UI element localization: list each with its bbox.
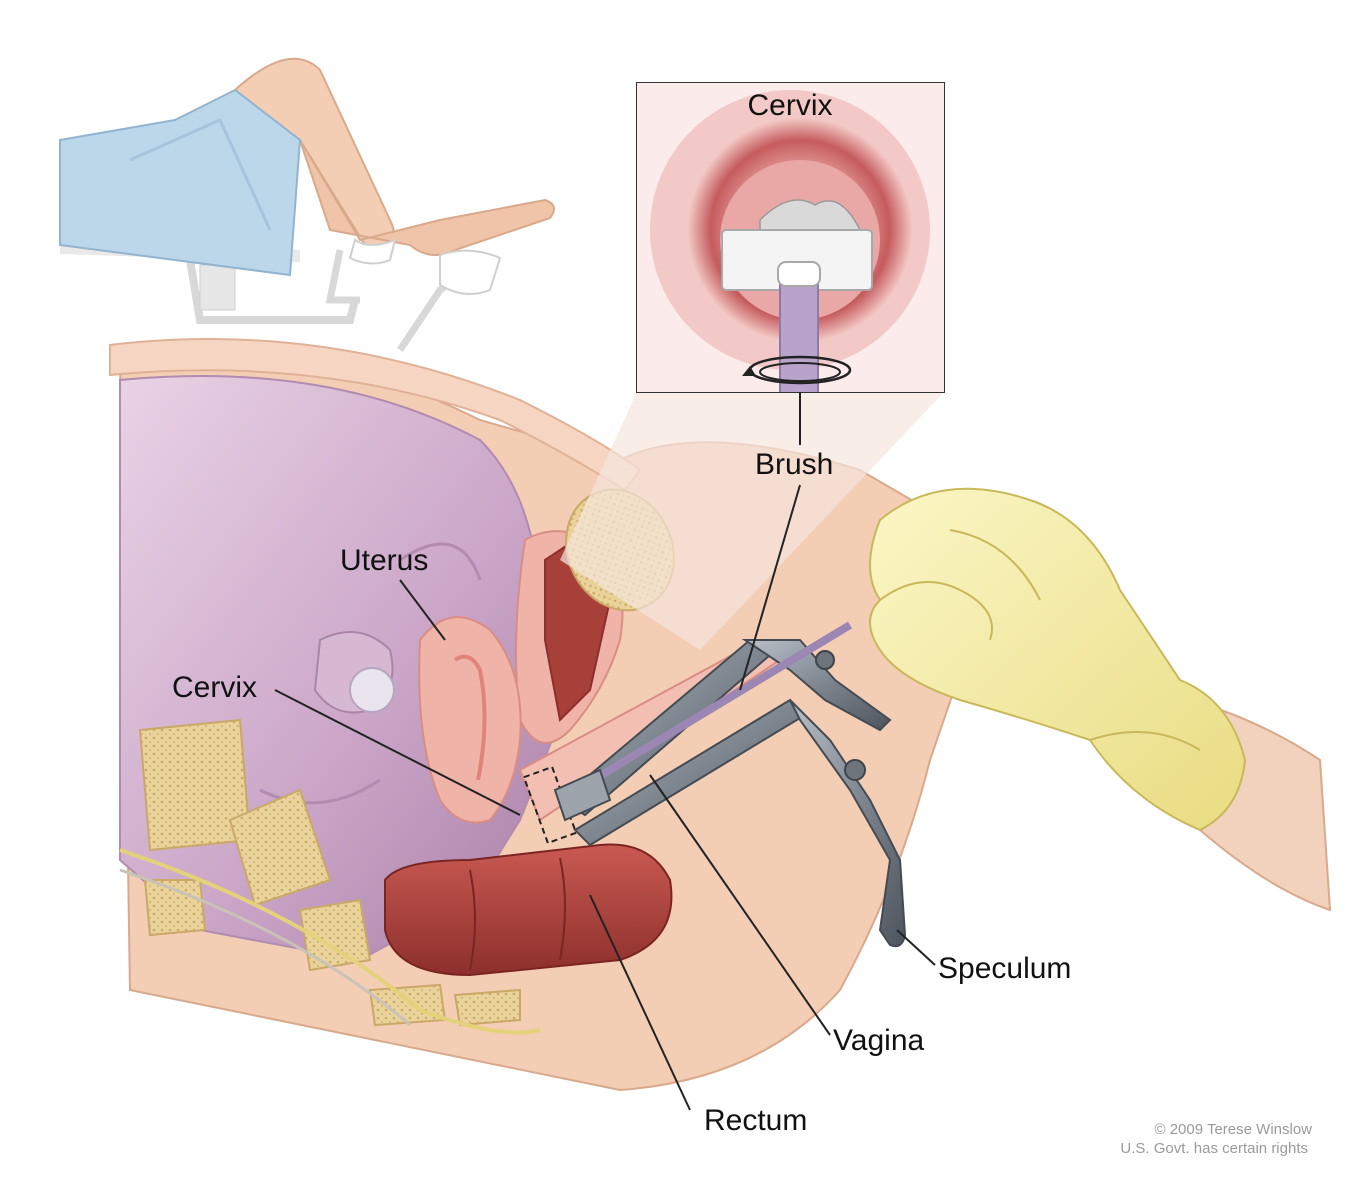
inset-title: Cervix	[747, 89, 832, 122]
leader-lines	[274, 392, 936, 1111]
patient-legs-scene	[59, 57, 555, 352]
label-rectum: Rectum	[704, 1104, 807, 1137]
label-cervix: Cervix	[172, 671, 257, 704]
cervix-inset: Cervix	[560, 82, 945, 650]
speculum-instrument	[553, 621, 907, 948]
label-vagina: Vagina	[833, 1024, 925, 1057]
copyright-line-1: © 2009 Terese Winslow	[1154, 1121, 1312, 1138]
gloved-hand	[869, 487, 1332, 912]
label-brush: Brush	[755, 448, 833, 481]
copyright-line-2: U.S. Govt. has certain rights	[1120, 1140, 1308, 1157]
label-speculum: Speculum	[938, 952, 1071, 985]
label-uterus: Uterus	[340, 544, 428, 577]
